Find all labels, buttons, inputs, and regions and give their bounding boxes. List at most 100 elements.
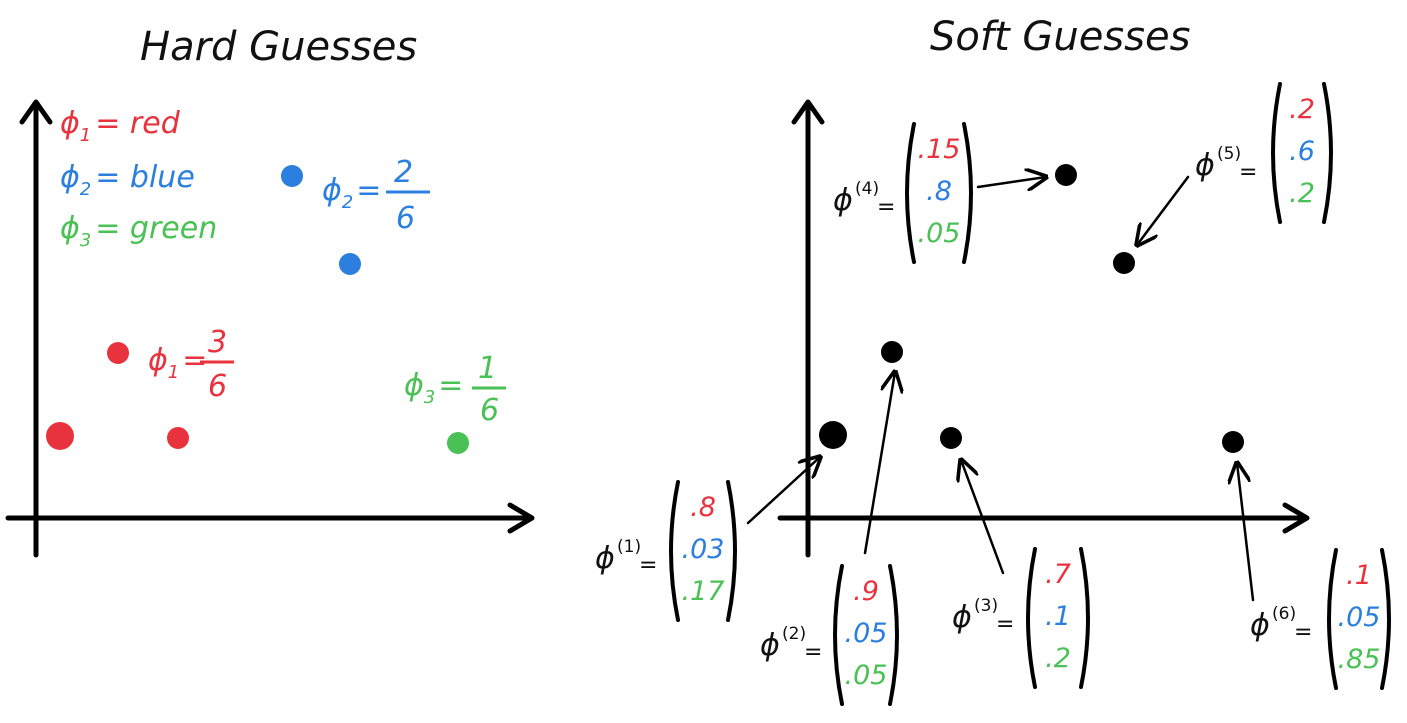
vector-left-bracket — [833, 564, 844, 706]
vector-value-blue: .6 — [1289, 136, 1315, 167]
vector-left-bracket — [1327, 548, 1338, 690]
hard-x-axis — [5, 502, 535, 534]
vector-value-red: .15 — [918, 134, 961, 165]
vector-phi6: ϕ(6)= .1 .05 .85 — [1250, 548, 1391, 690]
vector-right-bracket — [962, 122, 973, 264]
vector-value-green: .85 — [1338, 644, 1381, 675]
vector-phi4: ϕ(4)=.15.8.05 — [833, 122, 973, 264]
arrow-phi5-to-point — [1137, 175, 1190, 245]
arrow-phi6-to-point — [1237, 463, 1255, 602]
vector-label-phi: ϕ — [595, 541, 615, 576]
vector-superscript: (6) — [1272, 604, 1296, 624]
vector-phi1: ϕ(1)= .8 .03 .17 — [595, 480, 737, 622]
hard-guesses-title: Hard Guesses — [140, 24, 417, 70]
vector-value-red: .1 — [1346, 560, 1372, 591]
vector-right-bracket — [1079, 547, 1090, 689]
hard-point-blue — [281, 165, 303, 187]
hard-points — [46, 165, 469, 454]
vector-left-bracket — [669, 480, 680, 622]
soft-arrows — [746, 175, 1255, 602]
vector-left-bracket — [1026, 547, 1037, 689]
legend-item-blue: ϕ2= blue — [60, 160, 195, 200]
vector-label-phi: ϕ — [1250, 608, 1270, 643]
hard-point-red — [46, 422, 74, 450]
vector-equals: = — [877, 195, 895, 220]
vector-superscript: (3) — [974, 596, 998, 616]
vector-value-red: .8 — [690, 492, 716, 523]
arrow-phi3-to-point — [961, 460, 1005, 575]
arrow-phi2-to-point — [863, 372, 895, 555]
vector-value-blue: .05 — [1338, 602, 1381, 633]
vector-left-bracket — [1271, 82, 1282, 224]
fraction-phi1-denominator: 6 — [208, 369, 227, 404]
legend-phi2-blue: ϕ2= blue — [60, 160, 195, 200]
vector-value-green: .05 — [845, 660, 888, 691]
hard-y-axis — [19, 99, 53, 558]
vector-superscript: (4) — [855, 179, 879, 199]
soft-axes — [777, 99, 1310, 558]
fraction-phi3-label: ϕ3= — [404, 368, 463, 408]
vector-value-blue: .8 — [926, 176, 952, 207]
vector-left-bracket — [905, 122, 916, 264]
vector-phi2: ϕ(2)= .9 .05 .05 — [760, 564, 899, 706]
vector-value-blue: .1 — [1045, 601, 1071, 632]
vector-value-red: .7 — [1045, 559, 1071, 590]
vector-label-phi: ϕ — [1195, 148, 1215, 183]
vector-value-red: .9 — [853, 576, 879, 607]
fraction-phi2-denominator: 6 — [396, 201, 415, 236]
soft-x-axis — [777, 502, 1310, 534]
fraction-phi2-label: ϕ2= — [322, 173, 381, 213]
hard-point-red — [167, 427, 189, 449]
legend-item-red: ϕ1= red — [60, 106, 181, 146]
fraction-phi1-label: ϕ1= — [148, 343, 207, 383]
fraction-phi1-numerator: 3 — [208, 325, 227, 360]
legend-item-green: ϕ3= green — [60, 211, 217, 251]
soft-guesses-title: Soft Guesses — [930, 14, 1190, 60]
fraction-phi3-denominator: 6 — [480, 393, 499, 428]
vector-equals: = — [1239, 160, 1257, 185]
soft-point-3 — [940, 427, 962, 449]
vector-value-green: .2 — [1045, 643, 1071, 674]
vector-superscript: (1) — [617, 537, 641, 557]
vector-equals: = — [639, 553, 657, 578]
arrow-phi1-to-point — [746, 457, 820, 525]
arrow-phi4-to-point — [976, 177, 1046, 187]
hard-point-red — [107, 342, 129, 364]
hard-fraction-red: ϕ1= 3 6 — [148, 325, 234, 404]
vector-value-green: .17 — [682, 576, 725, 607]
fraction-phi3-numerator: 1 — [478, 351, 497, 386]
vector-label-phi: ϕ — [760, 628, 780, 663]
vector-right-bracket — [1322, 82, 1333, 224]
soft-point-2 — [881, 341, 903, 363]
vector-value-green: .2 — [1289, 178, 1315, 209]
fraction-phi2-numerator: 2 — [394, 155, 413, 190]
hard-fraction-blue: ϕ2= 2 6 — [322, 155, 430, 236]
vector-value-red: .2 — [1289, 94, 1315, 125]
hard-legend: ϕ1= red ϕ2= blue ϕ3= green — [60, 106, 217, 251]
vector-label-phi: ϕ — [952, 600, 972, 635]
vector-phi5: ϕ(5)= .2 .6 .2 — [1195, 82, 1333, 224]
hard-axes — [5, 99, 535, 558]
soft-point-4 — [1055, 164, 1077, 186]
vector-right-bracket — [726, 480, 737, 622]
vector-value-green: .05 — [918, 218, 961, 249]
vector-value-blue: .05 — [845, 618, 888, 649]
hard-point-green — [447, 432, 469, 454]
soft-y-axis — [791, 99, 825, 558]
vector-superscript: (5) — [1217, 144, 1241, 164]
vector-superscript: (2) — [782, 624, 806, 644]
legend-phi1-red: ϕ1= red — [60, 106, 181, 146]
vector-value-blue: .03 — [682, 534, 725, 565]
hard-fraction-green: ϕ3= 1 6 — [404, 351, 506, 428]
vector-equals: = — [1294, 620, 1312, 645]
soft-point-6 — [1222, 431, 1244, 453]
hard-point-blue — [339, 253, 361, 275]
soft-points — [819, 164, 1244, 453]
vector-equals: = — [804, 640, 822, 665]
vector-right-bracket — [888, 564, 899, 706]
soft-point-5 — [1113, 252, 1135, 274]
soft-point-1 — [819, 421, 847, 449]
vector-phi3: ϕ(3)=.7.1.2 — [952, 547, 1090, 689]
